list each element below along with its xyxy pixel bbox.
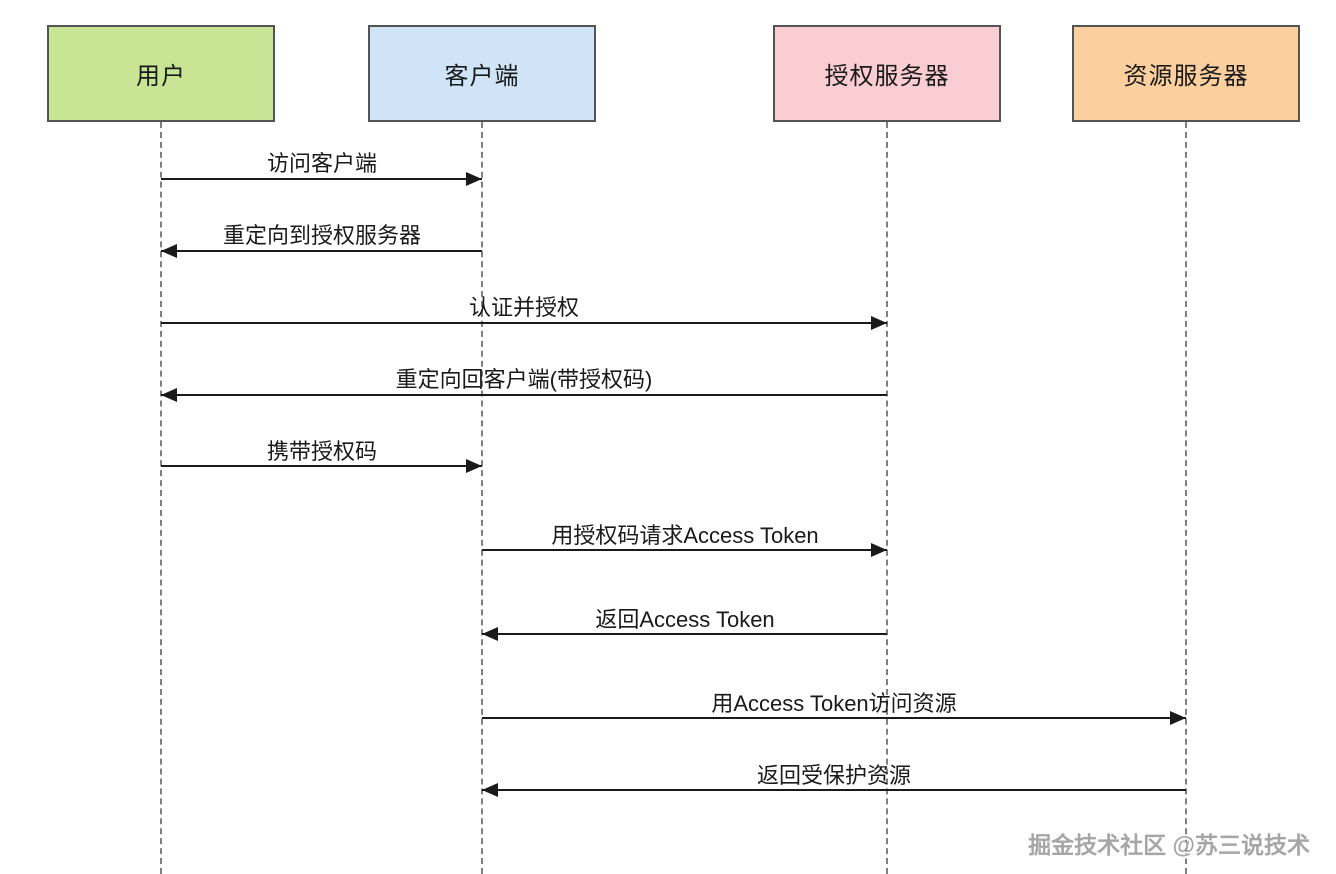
message-line-6 <box>482 549 887 551</box>
actor-label-user: 用户 <box>136 63 186 90</box>
message-label-5: 携带授权码 <box>266 439 377 464</box>
message-label-2: 重定向到授权服务器 <box>222 223 421 248</box>
message-line-1 <box>161 178 482 180</box>
lifeline-resource-server <box>1185 122 1187 874</box>
arrowhead-right-icon <box>466 172 482 186</box>
message-label-3: 认证并授权 <box>468 295 579 320</box>
message-line-5 <box>161 465 482 467</box>
actor-label-auth-server: 授权服务器 <box>824 63 950 90</box>
actor-box-user: 用户 <box>47 25 275 122</box>
arrowhead-right-icon <box>871 316 887 330</box>
message-label-9: 返回受保护资源 <box>756 763 911 788</box>
message-line-2 <box>161 250 482 252</box>
lifeline-client <box>481 122 483 874</box>
arrowhead-right-icon <box>871 543 887 557</box>
message-label-4: 重定向回客户端(带授权码) <box>395 367 653 392</box>
message-label-7: 返回Access Token <box>595 607 775 632</box>
message-label-6: 用授权码请求Access Token <box>551 523 819 548</box>
actor-label-client: 客户端 <box>444 63 520 90</box>
message-line-8 <box>482 717 1186 719</box>
message-label-8: 用Access Token访问资源 <box>711 691 957 716</box>
arrowhead-left-icon <box>482 627 498 641</box>
message-line-3 <box>161 322 887 324</box>
arrowhead-left-icon <box>161 244 177 258</box>
lifeline-user <box>160 122 162 874</box>
arrowhead-right-icon <box>1170 711 1186 725</box>
actor-box-client: 客户端 <box>368 25 596 122</box>
lifeline-auth-server <box>886 122 888 874</box>
message-line-9 <box>482 789 1186 791</box>
message-label-1: 访问客户端 <box>266 151 377 176</box>
arrowhead-right-icon <box>466 459 482 473</box>
arrowhead-left-icon <box>161 388 177 402</box>
watermark: 掘金技术社区 @苏三说技术 <box>1028 832 1310 858</box>
message-line-4 <box>161 394 887 396</box>
message-line-7 <box>482 633 887 635</box>
actor-box-auth-server: 授权服务器 <box>773 25 1001 122</box>
actor-box-resource-server: 资源服务器 <box>1072 25 1300 122</box>
arrowhead-left-icon <box>482 783 498 797</box>
actor-label-resource-server: 资源服务器 <box>1123 63 1249 90</box>
